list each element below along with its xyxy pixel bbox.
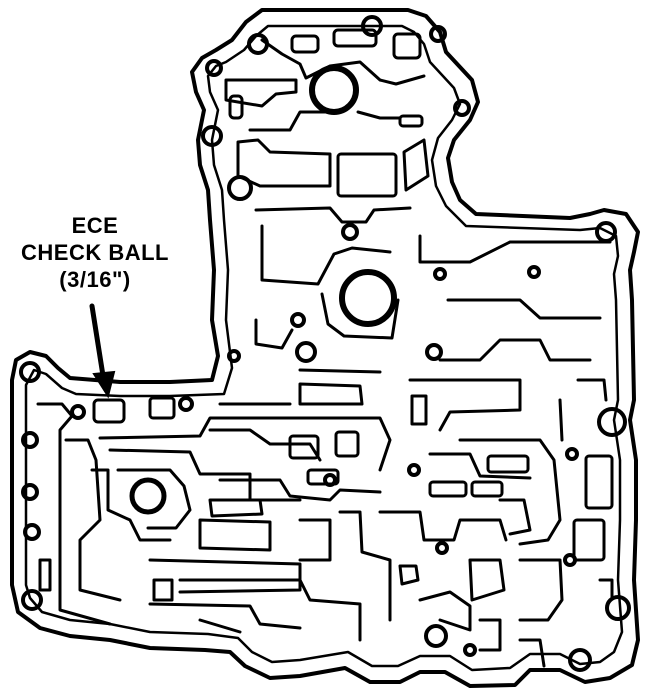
callout-line-3: (3/16") xyxy=(59,267,131,292)
callout-arrowhead xyxy=(92,370,116,399)
ece-check-ball-label: ECE CHECK BALL (3/16") xyxy=(0,212,190,293)
upper-passages xyxy=(224,28,612,350)
callout-line-2: CHECK BALL xyxy=(21,240,169,265)
plate-inner-outline xyxy=(24,24,624,672)
callout-arrow xyxy=(89,303,107,385)
lower-holes xyxy=(19,361,631,672)
check-ball-pocket xyxy=(92,398,126,424)
callout-line-1: ECE xyxy=(71,213,119,238)
plate-outline xyxy=(10,8,640,688)
lower-passages xyxy=(36,338,614,668)
